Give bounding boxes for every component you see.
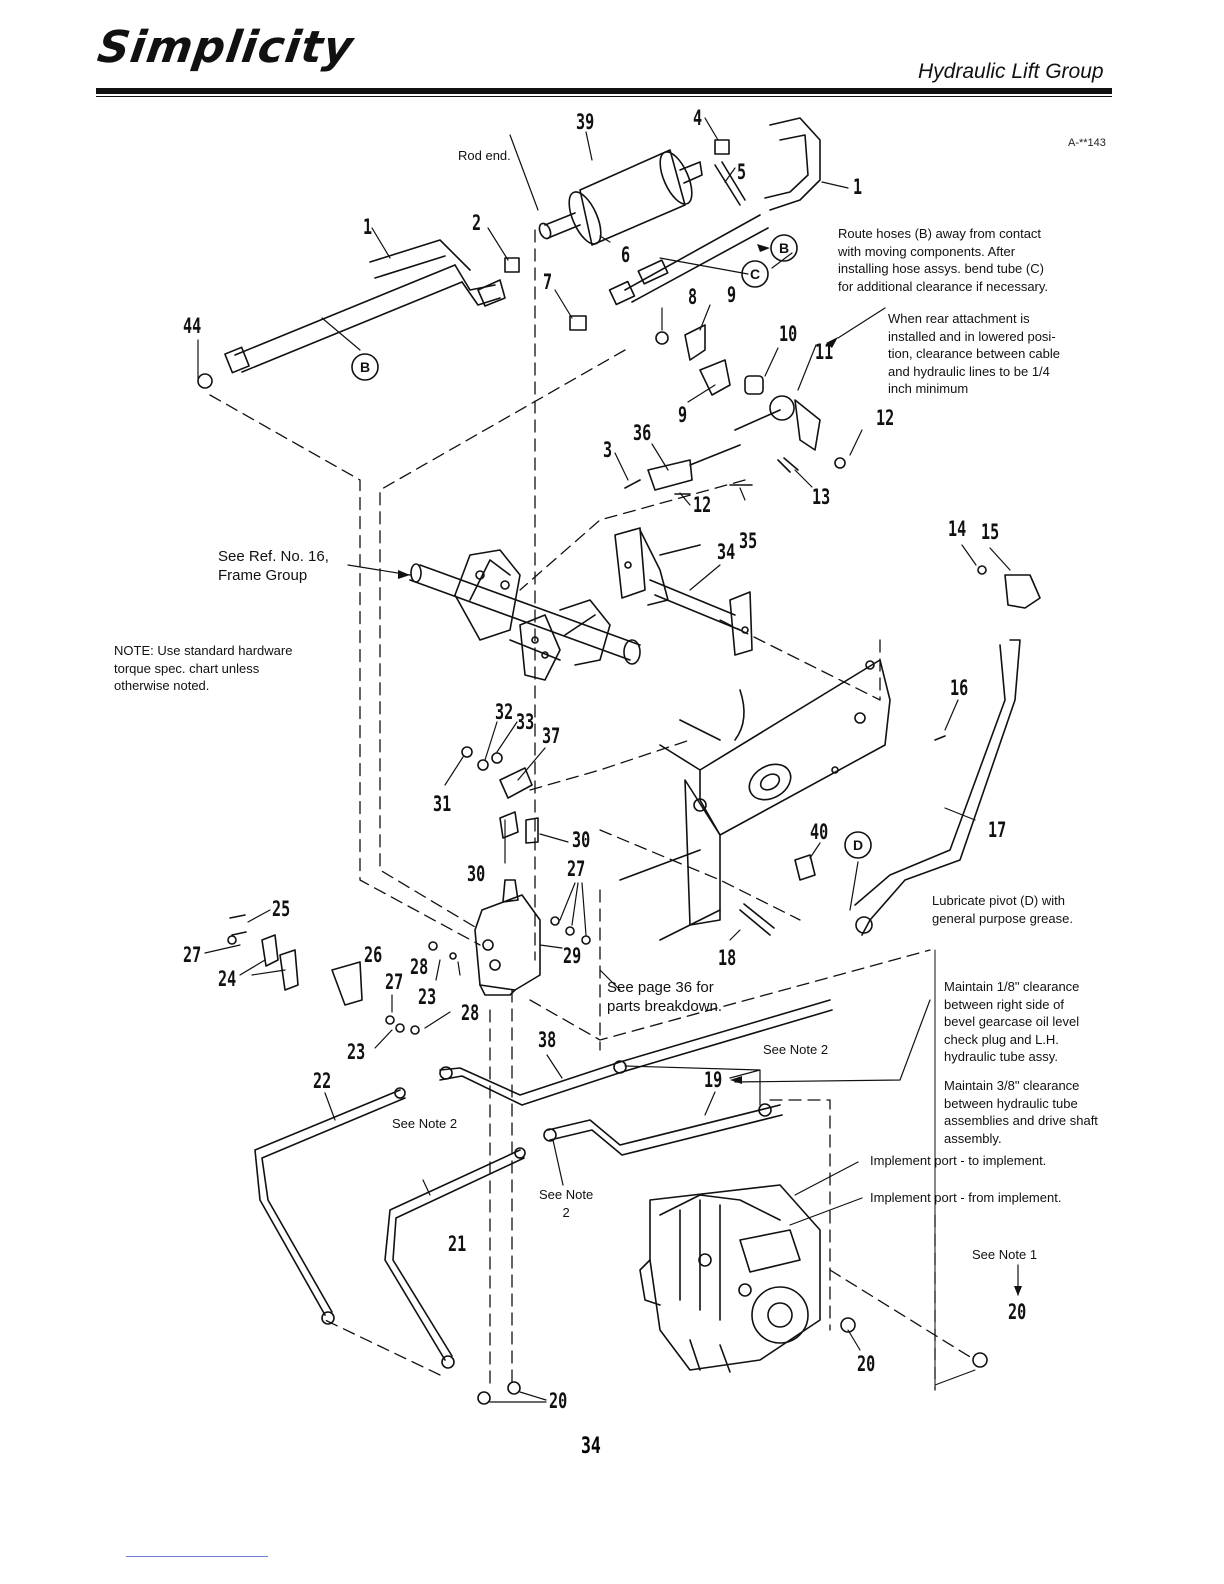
note-implement-port-from: Implement port - from implement. bbox=[870, 1190, 1062, 1205]
hydraulic-cylinder bbox=[538, 149, 703, 246]
part-number: 29 bbox=[563, 944, 582, 968]
leader-lines bbox=[197, 117, 1019, 1403]
part-number: 38 bbox=[538, 1028, 557, 1052]
note-rod-end: Rod end. bbox=[458, 148, 511, 163]
part-number: 26 bbox=[364, 943, 383, 967]
note-standard-hardware: NOTE: Use standard hardware torque spec.… bbox=[114, 643, 293, 693]
note-see-note-1: See Note 1 bbox=[972, 1247, 1038, 1262]
hose-left bbox=[224, 239, 506, 374]
part-number: 12 bbox=[876, 406, 895, 430]
part-number: 14 bbox=[948, 517, 967, 541]
hydrostatic-transmission bbox=[639, 1184, 821, 1373]
part-number: 30 bbox=[467, 862, 486, 886]
note-implement-port-to: Implement port - to implement. bbox=[870, 1153, 1047, 1168]
part-number: 4 bbox=[693, 106, 703, 130]
part-number: 34 bbox=[717, 540, 736, 564]
section-title: Hydraulic Lift Group bbox=[918, 60, 1104, 83]
part-number: 5 bbox=[737, 160, 747, 184]
part-number: 33 bbox=[516, 710, 535, 734]
part-number: 35 bbox=[739, 529, 758, 553]
callout-d bbox=[844, 831, 872, 859]
part-number: 8 bbox=[688, 285, 698, 309]
part-number: 17 bbox=[988, 818, 1007, 842]
part-number: 20 bbox=[1008, 1300, 1027, 1324]
part-number: 44 bbox=[183, 314, 202, 338]
note-maintain-1-8: Maintain 1/8" clearance between right si… bbox=[944, 979, 1080, 1064]
letter-callout-labels: B B C D bbox=[360, 240, 863, 853]
part-number: 9 bbox=[727, 283, 737, 307]
lift-bracket bbox=[614, 527, 753, 656]
part-number: 20 bbox=[857, 1352, 876, 1376]
rockshaft bbox=[409, 549, 641, 681]
part-number: 39 bbox=[576, 110, 595, 134]
part-number: 27 bbox=[567, 857, 586, 881]
part-number: 2 bbox=[472, 211, 482, 235]
part-number: 7 bbox=[543, 270, 553, 294]
part-number: 12 bbox=[693, 493, 712, 517]
part-number: 36 bbox=[633, 421, 652, 445]
part-number: 21 bbox=[448, 1232, 467, 1256]
frame-plate bbox=[619, 659, 891, 941]
part-number: 28 bbox=[461, 1001, 480, 1025]
callout-b-right-label: B bbox=[779, 240, 789, 256]
header-rule bbox=[96, 88, 1112, 94]
note-see-note-2-right: See Note 2 bbox=[763, 1042, 829, 1057]
note-see-note-2-center: See Note 2 bbox=[539, 1187, 594, 1220]
part-number: 10 bbox=[779, 322, 798, 346]
part-number: 37 bbox=[542, 724, 561, 748]
letter-callouts bbox=[351, 234, 872, 859]
part-number: 20 bbox=[549, 1389, 568, 1413]
part-number: 1 bbox=[853, 175, 863, 199]
part-number: 9 bbox=[678, 403, 688, 427]
control-valve bbox=[474, 811, 541, 996]
part-number: 32 bbox=[495, 700, 514, 724]
part-number: 16 bbox=[950, 676, 969, 700]
figure-id: A-**143 bbox=[1068, 137, 1106, 149]
callout-d-label: D bbox=[853, 837, 863, 853]
part-number: 11 bbox=[815, 340, 834, 364]
note-see-note-2-left: See Note 2 bbox=[392, 1116, 458, 1131]
note-lubricate: Lubricate pivot (D) with general purpose… bbox=[932, 893, 1073, 926]
part-number: 13 bbox=[812, 485, 831, 509]
part-number: 31 bbox=[433, 792, 452, 816]
part-number: 30 bbox=[572, 828, 591, 852]
fittings bbox=[197, 139, 846, 495]
hydraulic-tubes bbox=[254, 999, 988, 1405]
lift-lever bbox=[854, 565, 1041, 936]
part-number: 3 bbox=[603, 438, 613, 462]
part-number: 18 bbox=[718, 946, 737, 970]
part-number: 40 bbox=[810, 820, 829, 844]
part-number: 25 bbox=[272, 897, 291, 921]
part-number: 22 bbox=[313, 1069, 332, 1093]
callout-b-right bbox=[770, 234, 798, 262]
callout-b-left-label: B bbox=[360, 359, 370, 375]
part-number: 23 bbox=[418, 985, 437, 1009]
part-number: 28 bbox=[410, 955, 429, 979]
part-number: 1 bbox=[363, 215, 373, 239]
note-route-hoses: Route hoses (B) away from contact with m… bbox=[838, 226, 1049, 294]
note-rear-attachment: When rear attachment is installed and in… bbox=[888, 311, 1061, 396]
page-number: 34 bbox=[581, 1434, 601, 1459]
part-number: 19 bbox=[704, 1068, 723, 1092]
note-see-page: See page 36 for parts breakdown. bbox=[607, 979, 723, 1015]
callout-b-left bbox=[351, 353, 379, 381]
part-number: 24 bbox=[218, 967, 237, 991]
leader-arrowheads bbox=[398, 244, 1022, 1296]
note-maintain-3-8: Maintain 3/8" clearance between hydrauli… bbox=[944, 1078, 1098, 1146]
part-number: 27 bbox=[385, 970, 404, 994]
header-rule-thin bbox=[96, 96, 1112, 97]
callout-c-label: C bbox=[750, 266, 760, 282]
callout-c bbox=[741, 260, 769, 288]
note-see-ref: See Ref. No. 16, Frame Group bbox=[218, 548, 329, 584]
part-number: 23 bbox=[347, 1040, 366, 1064]
part-number: 6 bbox=[621, 243, 631, 267]
part-number: 27 bbox=[183, 943, 202, 967]
footer-line bbox=[126, 1556, 268, 1557]
small-hardware bbox=[227, 735, 946, 1035]
part-number: 15 bbox=[981, 520, 1000, 544]
